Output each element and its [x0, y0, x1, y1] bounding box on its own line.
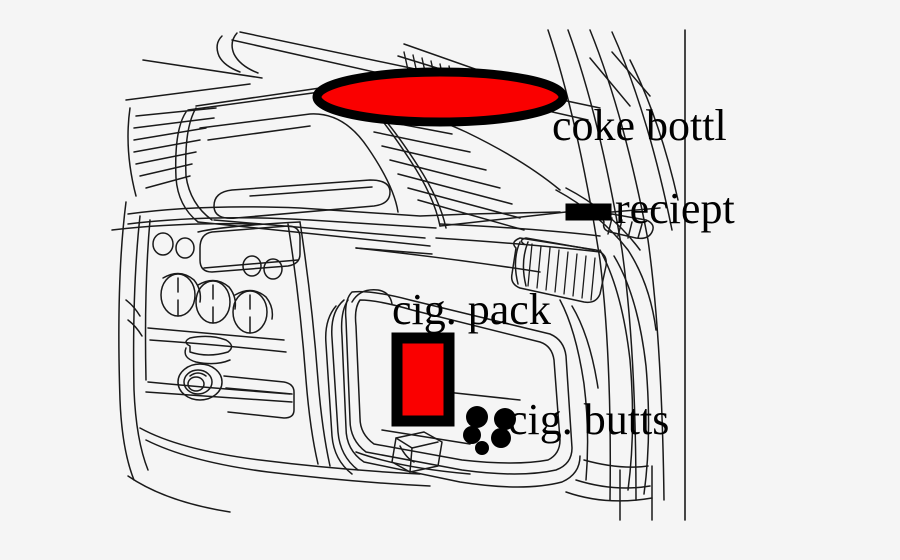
marker-cig-butts: [463, 406, 516, 455]
dashboard-line-art: [111, 29, 686, 521]
marker-receipt: [565, 203, 612, 221]
annotation-label-cig-butts: cig. butts: [508, 395, 670, 444]
annotation-label-coke-bottle: coke bottl: [552, 101, 727, 150]
marker-cig-pack: [391, 332, 455, 427]
annotation-label-cig-pack: cig. pack: [392, 285, 551, 334]
marker-coke-bottle: [312, 67, 568, 127]
annotation-label-receipt: reciept: [615, 184, 735, 233]
